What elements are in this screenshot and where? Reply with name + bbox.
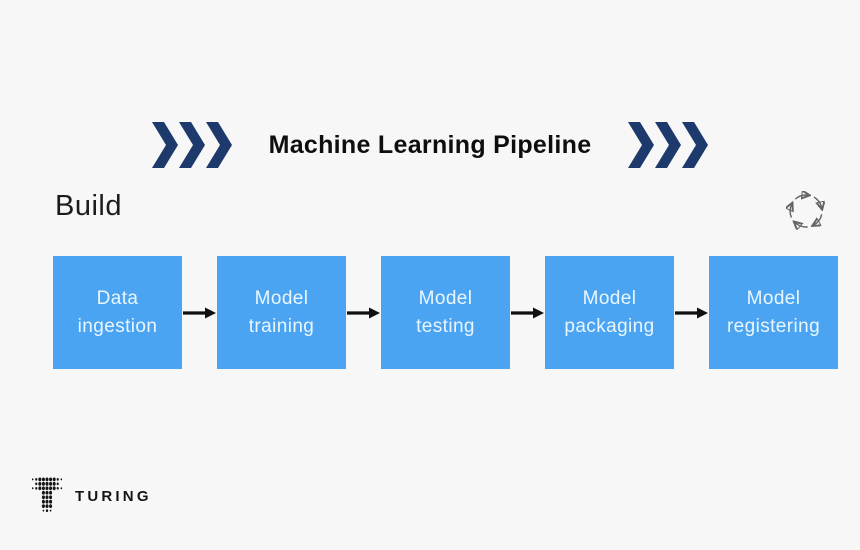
right-arrow-icon — [511, 307, 544, 318]
right-arrow-icon — [675, 307, 708, 318]
stage-label: Model testing — [416, 287, 475, 337]
stage-label: Model training — [248, 287, 315, 337]
connector — [182, 256, 217, 369]
triple-chevron-right-icon — [151, 122, 232, 168]
connector — [510, 256, 545, 369]
stage-box-model-packaging: Model packaging — [545, 256, 674, 369]
brand-name: TURING — [75, 487, 152, 505]
build-section-label: Build — [55, 190, 122, 222]
stage-box-model-training: Model training — [217, 256, 346, 369]
header: Machine Learning Pipeline — [0, 118, 860, 172]
stage-label: Model registering — [726, 287, 821, 337]
stage-box-data-ingestion: Data ingestion — [53, 256, 182, 369]
connector — [346, 256, 381, 369]
stage-box-model-registering: Model registering — [709, 256, 838, 369]
pipeline-row: Data ingestion Model training Model test… — [53, 256, 838, 369]
stage-label: Model packaging — [564, 287, 655, 337]
turing-logo: TURING — [30, 476, 152, 514]
triple-chevron-right-icon — [628, 122, 709, 168]
circular-arrows-cycle-icon — [786, 191, 826, 231]
right-arrow-icon — [347, 307, 380, 318]
page-title: Machine Learning Pipeline — [268, 130, 592, 159]
connector — [674, 256, 709, 369]
stage-label: Data ingestion — [77, 287, 158, 337]
stage-box-model-testing: Model testing — [381, 256, 510, 369]
right-arrow-icon — [183, 307, 216, 318]
dotted-t-logo-icon — [31, 477, 63, 513]
